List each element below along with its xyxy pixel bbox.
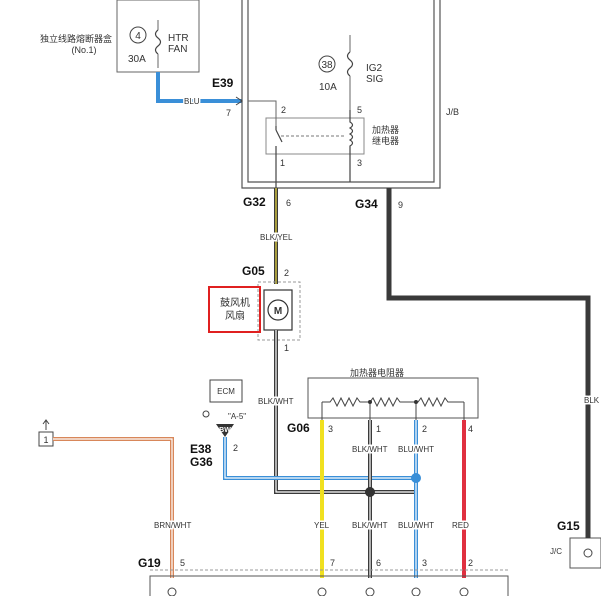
fuse-name-htr: HTR	[168, 33, 189, 44]
connector-arrow-icon	[235, 96, 243, 106]
g19-pin-7: 7	[330, 558, 335, 568]
wire-label-blk-yel: BLK/YEL	[260, 233, 293, 242]
relay-pin-2: 2	[281, 105, 286, 115]
resistor-icon	[322, 396, 464, 408]
wire-label-blu-wht-2: BLU/WHT	[398, 521, 434, 530]
connector-e39: E39	[212, 76, 234, 90]
wire-label-blk-wht-motor: BLK/WHT	[258, 397, 294, 406]
motor-label-blower: 鼓风机	[220, 296, 250, 309]
wire-label-blu: BLU	[184, 97, 200, 106]
wire-label-blk-right: BLK	[584, 396, 600, 405]
fuse-number-4: 4	[135, 31, 141, 42]
g06-pin-2: 2	[422, 424, 427, 434]
fuse-name-ig2: IG2	[366, 63, 383, 74]
relay-label-heater: 加热器	[372, 124, 399, 135]
wire-blu-fuse: BLU	[156, 72, 242, 108]
wire-label-yel: YEL	[314, 521, 330, 530]
connector-g36: G36	[190, 455, 213, 469]
motor-highlight-box	[208, 286, 261, 333]
connector-g32-pin: 6	[286, 198, 291, 208]
fuse-symbol-icon	[346, 51, 354, 77]
g19-pin-6: 6	[376, 558, 381, 568]
g06-pin-3: 3	[328, 424, 333, 434]
relay-pin-3: 3	[357, 158, 362, 168]
junction-box: J/B 38 IG2 SIG 10A 2 5 1 3 加热器 继电器	[241, 0, 459, 189]
relay-pin-5: 5	[357, 105, 362, 115]
fuse-name-sig: SIG	[366, 74, 383, 85]
fuse-box-label: 独立线路熔断器盒	[40, 33, 112, 44]
connector-g05-pin-bottom: 1	[284, 343, 289, 353]
g06-pin-4: 4	[468, 424, 473, 434]
g15-jc-label: J/C	[550, 547, 562, 556]
heater-relay	[265, 117, 365, 155]
relay-label-relay: 继电器	[372, 135, 399, 146]
connector-g05-pin-top: 2	[284, 268, 289, 278]
ecm-ref: "A-5"	[228, 412, 246, 421]
connector-g19: G19	[138, 556, 161, 570]
fuse-box-no1: 独立线路熔断器盒 (No.1) 4 HTR FAN 30A	[40, 0, 200, 73]
ecm-badge: BW	[219, 427, 231, 434]
wire-blu-wht-ecm	[223, 437, 414, 480]
g19-pin-2: 2	[468, 558, 473, 568]
wire-blk-g34	[386, 188, 591, 520]
connector-g34: G34	[355, 197, 378, 211]
connector-e39-pin: 7	[226, 108, 231, 118]
ecm-box	[209, 379, 243, 403]
connector-g34-pin: 9	[398, 200, 403, 210]
wire-label-blu-wht-1: BLU/WHT	[398, 445, 434, 454]
jb-label: J/B	[446, 107, 459, 117]
g19-box	[149, 575, 509, 596]
connector-e38: E38	[190, 442, 212, 456]
connector-g05: G05	[242, 264, 265, 278]
g06-pin-1: 1	[376, 424, 381, 434]
relay-coil-icon	[348, 110, 354, 182]
fuse-rating-10a: 10A	[319, 82, 337, 93]
heater-resistor	[307, 377, 479, 419]
left-arrow-icon	[42, 419, 50, 430]
resistor-label: 加热器电阻器	[350, 367, 404, 378]
eye-icon	[202, 410, 210, 418]
fuse-name-fan: FAN	[168, 44, 187, 55]
connector-e38-pin: 2	[233, 443, 238, 453]
motor-icon	[267, 299, 289, 321]
fuse-rating-30a: 30A	[128, 54, 146, 65]
wire-label-blk-wht-1: BLK/WHT	[352, 445, 388, 454]
bw-badge-icon	[216, 424, 234, 437]
connector-g15: G15	[557, 519, 580, 533]
ecm-label: ECM	[217, 387, 235, 396]
fuse-symbol-icon	[154, 29, 162, 55]
connector-g06: G06	[287, 421, 310, 435]
fuse-number-38: 38	[321, 60, 333, 71]
connector-g32: G32	[243, 195, 266, 209]
g19-pin-3: 3	[422, 558, 427, 568]
wire-label-blk-wht-2: BLK/WHT	[352, 521, 388, 530]
motor-symbol: M	[274, 306, 282, 317]
wire-label-brn-wht: BRN/WHT	[154, 521, 191, 530]
motor-label-fan: 风扇	[225, 309, 245, 322]
left-connector-pin: 1	[43, 435, 48, 445]
relay-pin-1: 1	[280, 158, 285, 168]
wire-label-red: RED	[452, 521, 469, 530]
fuse-box-label-no: (No.1)	[71, 45, 96, 55]
g19-pin-5: 5	[180, 558, 185, 568]
